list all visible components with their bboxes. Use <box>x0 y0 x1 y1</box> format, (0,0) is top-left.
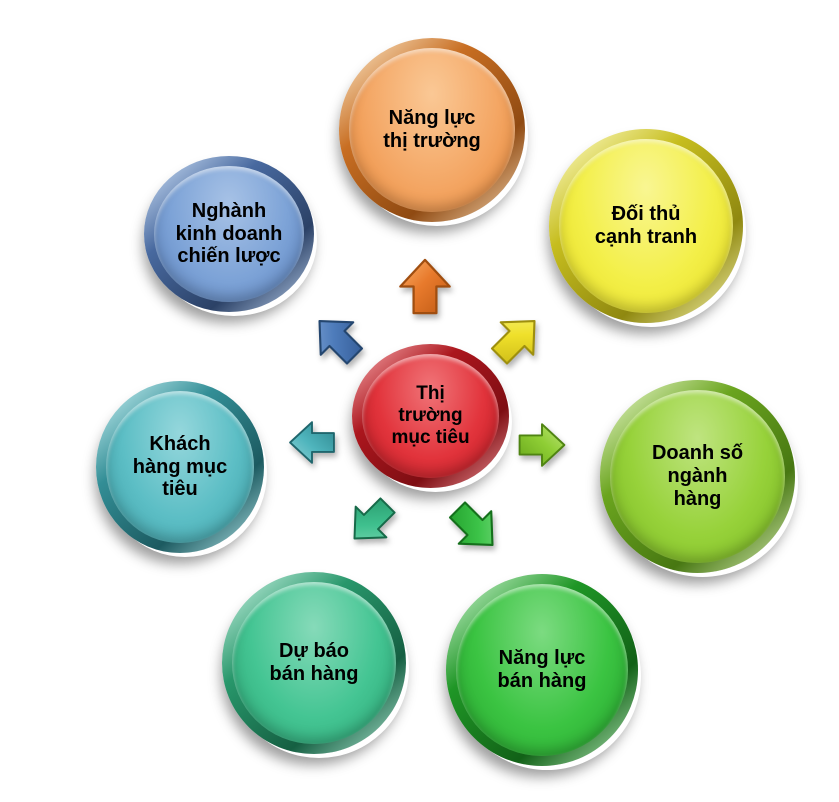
block-arrow-right-icon <box>518 423 566 467</box>
node-label: Năng lực bán hàng <box>497 647 587 692</box>
node-face: Nghành kinh doanh chiến lược <box>154 166 304 302</box>
node-label: Doanh số ngành hàng <box>651 442 744 510</box>
node-face: Thị trường mục tiêu <box>362 354 499 478</box>
node-market-capacity: Năng lực thị trường <box>339 38 525 222</box>
node-ring: Khách hàng mục tiêu <box>96 381 264 553</box>
block-arrow-up-right-icon <box>490 319 536 365</box>
node-label: Nghành kinh doanh chiến lược <box>175 199 283 268</box>
block-arrow-down-right-icon <box>448 501 494 547</box>
node-face: Khách hàng mục tiêu <box>106 391 254 543</box>
node-strategic-business: Nghành kinh doanh chiến lược <box>144 156 314 312</box>
node-ring: Doanh số ngành hàng <box>600 380 795 573</box>
node-competitors: Đối thủ cạnh tranh <box>549 129 743 323</box>
node-ring: Nghành kinh doanh chiến lược <box>144 156 314 312</box>
block-arrow-up-icon <box>399 258 451 315</box>
node-ring: Đối thủ cạnh tranh <box>549 129 743 323</box>
arrow-to-target-customers <box>287 419 337 466</box>
node-face: Đối thủ cạnh tranh <box>559 139 733 313</box>
node-face: Doanh số ngành hàng <box>610 390 785 563</box>
node-face: Năng lực thị trường <box>349 48 515 212</box>
block-arrow-up-left-icon <box>318 319 364 365</box>
node-label: Năng lực thị trường <box>383 107 481 152</box>
arrow-to-sales-capacity <box>448 501 500 554</box>
node-target-market: Thị trường mục tiêu <box>352 344 509 488</box>
node-ring: Thị trường mục tiêu <box>352 344 509 488</box>
node-ring: Năng lực bán hàng <box>446 574 638 766</box>
node-label: Đối thủ cạnh tranh <box>594 203 698 248</box>
node-label: Khách hàng mục tiêu <box>132 432 228 501</box>
arrow-to-competitors <box>490 312 542 365</box>
node-ring: Năng lực thị trường <box>339 38 525 222</box>
node-label: Dự báo bán hàng <box>269 640 359 685</box>
node-sales-forecast: Dự báo bán hàng <box>222 572 406 754</box>
node-face: Dự báo bán hàng <box>232 582 396 744</box>
block-arrow-left-icon <box>289 421 335 464</box>
node-sales-capacity: Năng lực bán hàng <box>446 574 638 766</box>
arrow-to-sales-forecast <box>347 497 396 547</box>
arrow-to-industry-sales <box>516 421 568 469</box>
node-target-customers: Khách hàng mục tiêu <box>96 381 264 553</box>
arrow-to-market-capacity <box>398 258 452 315</box>
node-label: Thị trường mục tiêu <box>391 382 470 449</box>
node-industry-sales: Doanh số ngành hàng <box>600 380 795 573</box>
block-arrow-down-left-icon <box>353 497 396 540</box>
arrow-to-strategic-business <box>312 312 364 365</box>
node-ring: Dự báo bán hàng <box>222 572 406 754</box>
node-face: Năng lực bán hàng <box>456 584 628 756</box>
